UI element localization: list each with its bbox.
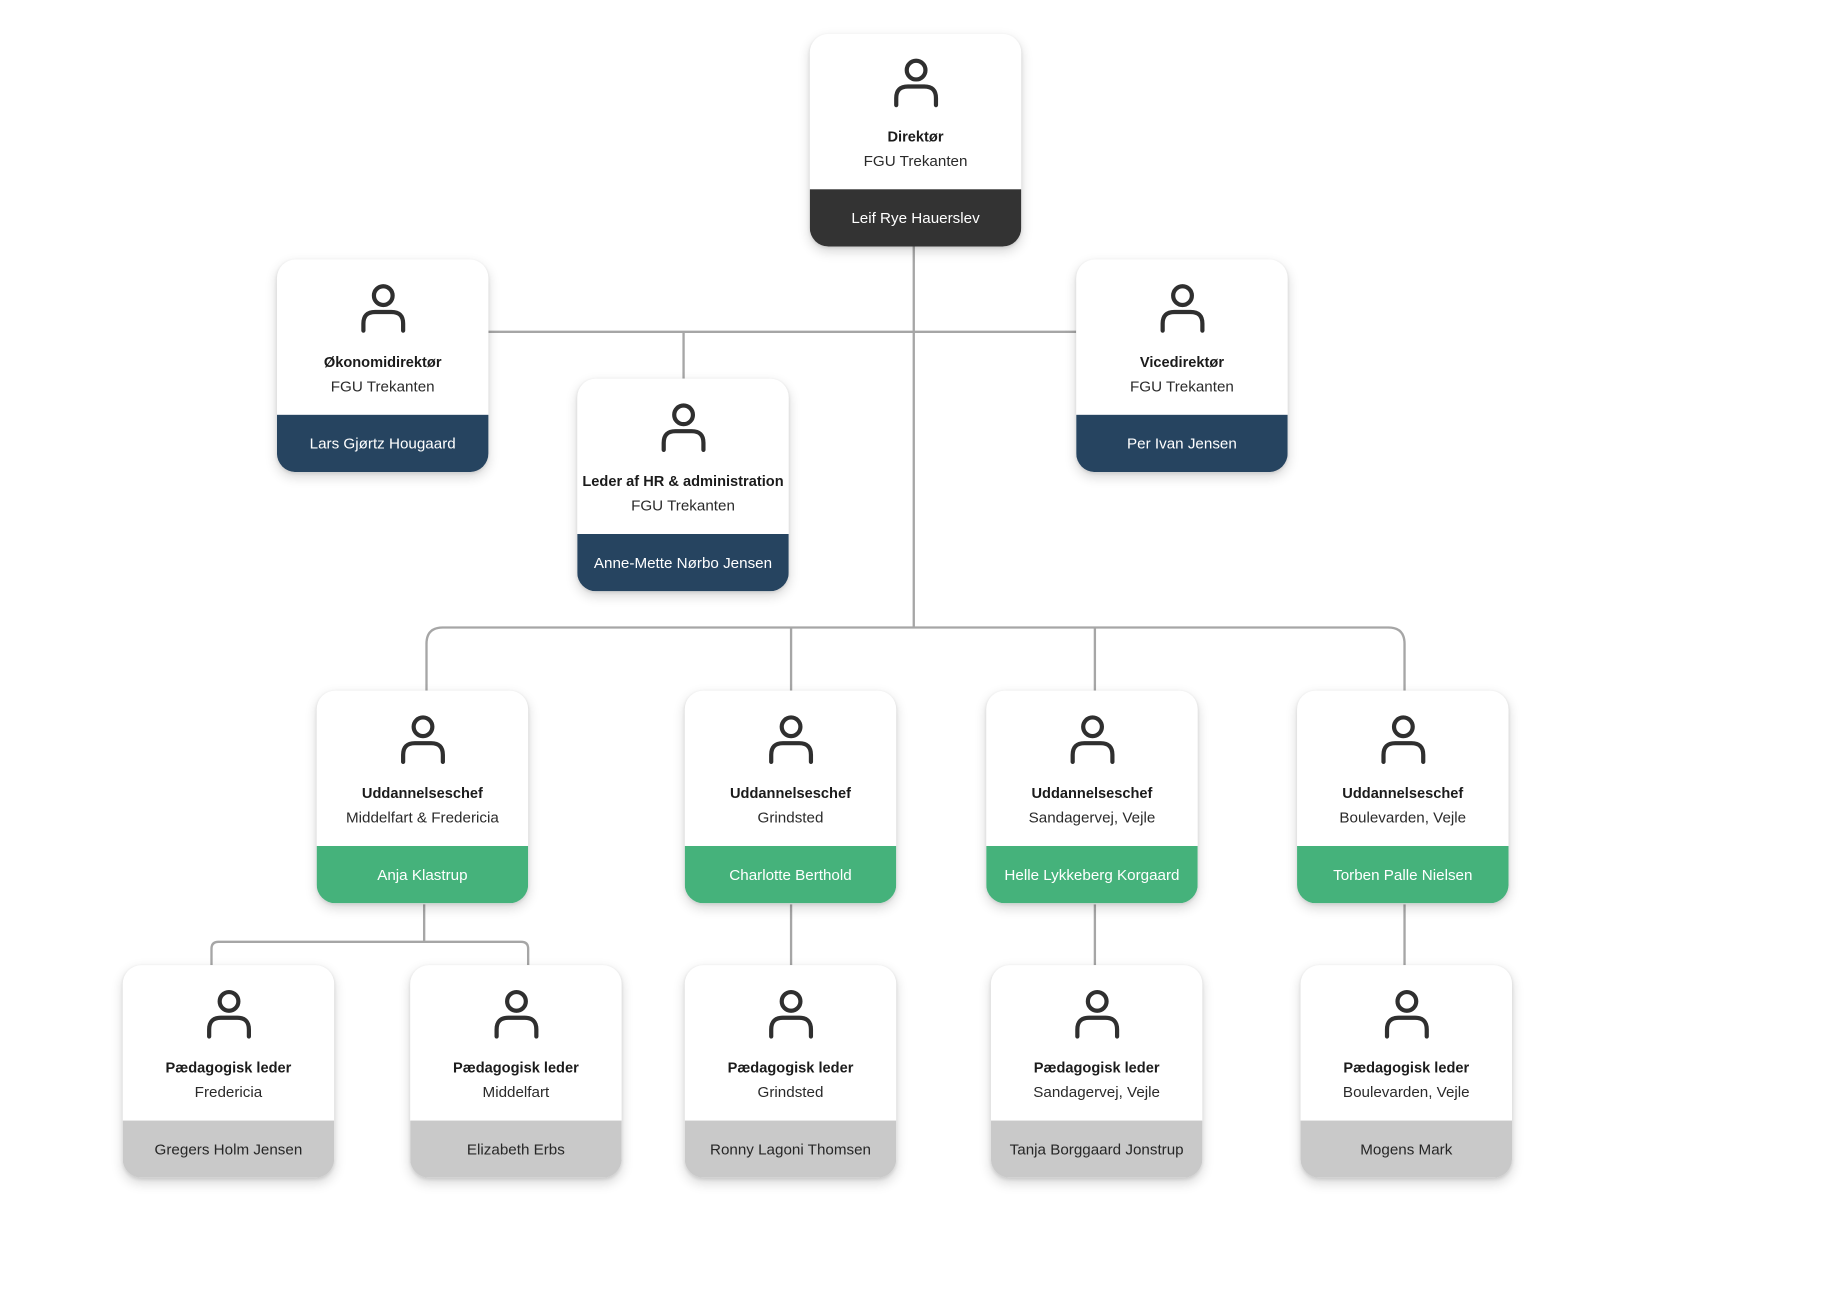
pedagogical-leader-card-sandagervej[interactable]: Pædagogisk leder Sandagervej, Vejle Tanj… — [990, 965, 1203, 1178]
person-name: Anja Klastrup — [316, 845, 529, 904]
person-icon — [768, 989, 813, 1039]
role-title: Uddannelseschef — [1031, 785, 1153, 802]
person-icon — [893, 58, 938, 108]
role-title: Pædagogisk leder — [1343, 1059, 1470, 1077]
role-title: Uddannelseschef — [730, 785, 851, 802]
unit-subtitle: Boulevarden, Vejle — [1339, 808, 1467, 827]
unit-subtitle: FGU Trekanten — [863, 151, 968, 170]
unit-subtitle: Sandagervej, Vejle — [1028, 808, 1156, 827]
role-title: Vicedirektør — [1139, 354, 1225, 371]
role-title: Leder af HR & administration — [582, 473, 784, 490]
unit-subtitle: Middelfart — [482, 1083, 550, 1101]
person-icon — [1074, 989, 1119, 1039]
vice-director-card[interactable]: Vicedirektør FGU Trekanten Per Ivan Jens… — [1076, 259, 1288, 473]
unit-subtitle: Boulevarden, Vejle — [1342, 1083, 1470, 1101]
pedagogical-leader-card-fredericia[interactable]: Pædagogisk leder Fredericia Gregers Holm… — [122, 965, 335, 1178]
card-body: Uddannelseschef Sandagervej, Vejle — [986, 691, 1197, 846]
connector-fredericia-middelfart — [210, 904, 530, 966]
education-chief-card-grindsted[interactable]: Uddannelseschef Grindsted Charlotte Bert… — [684, 690, 897, 904]
person-name: Anne-Mette Nørbo Jensen — [577, 534, 789, 592]
hr-leader-card[interactable]: Leder af HR & administration FGU Trekant… — [577, 378, 789, 592]
unit-subtitle: Fredericia — [194, 1083, 263, 1101]
role-title: Pædagogisk leder — [1033, 1059, 1160, 1077]
unit-subtitle: FGU Trekanten — [1130, 377, 1234, 395]
person-icon — [1384, 989, 1429, 1039]
role-title: Pædagogisk leder — [165, 1059, 292, 1077]
card-body: Pædagogisk leder Sandagervej, Vejle — [991, 965, 1202, 1120]
person-name: Tanja Borggaard Jonstrup — [990, 1120, 1203, 1178]
unit-subtitle: Middelfart & Fredericia — [346, 808, 499, 827]
unit-subtitle: Sandagervej, Vejle — [1033, 1083, 1160, 1101]
person-icon — [1159, 284, 1204, 333]
card-body: Leder af HR & administration FGU Trekant… — [577, 379, 788, 534]
role-title: Pædagogisk leder — [452, 1059, 579, 1077]
card-body: Uddannelseschef Grindsted — [685, 691, 896, 846]
role-title: Pædagogisk leder — [727, 1059, 854, 1077]
card-body: Pædagogisk leder Middelfart — [410, 965, 621, 1120]
person-name: Helle Lykkeberg Korgaard — [986, 845, 1198, 904]
unit-subtitle: Grindsted — [757, 808, 824, 827]
card-body: Uddannelseschef Middelfart & Fredericia — [317, 691, 528, 846]
card-body: Vicedirektør FGU Trekanten — [1076, 259, 1287, 414]
role-title: Uddannelseschef — [361, 785, 483, 802]
education-chief-card-boulevarden[interactable]: Uddannelseschef Boulevarden, Vejle Torbe… — [1297, 690, 1509, 904]
person-icon — [1069, 715, 1114, 764]
person-name: Elizabeth Erbs — [410, 1120, 622, 1178]
finance-director-card[interactable]: Økonomidirektør FGU Trekanten Lars Gjørt… — [276, 259, 489, 473]
education-chief-card-middelfart-fredericia[interactable]: Uddannelseschef Middelfart & Fredericia … — [316, 690, 529, 904]
person-icon — [400, 715, 445, 764]
person-name: Lars Gjørtz Hougaard — [276, 414, 489, 473]
education-chief-card-sandagervej[interactable]: Uddannelseschef Sandagervej, Vejle Helle… — [986, 690, 1198, 904]
pedagogical-leader-card-grindsted[interactable]: Pædagogisk leder Grindsted Ronny Lagoni … — [684, 965, 897, 1178]
director-card[interactable]: Direktør FGU Trekanten Leif Rye Hauersle… — [809, 33, 1022, 247]
person-icon — [661, 403, 705, 452]
card-body: Økonomidirektør FGU Trekanten — [277, 259, 488, 414]
person-name: Charlotte Berthold — [684, 845, 897, 904]
person-icon — [768, 715, 813, 764]
unit-subtitle: Grindsted — [757, 1083, 824, 1101]
card-body: Pædagogisk leder Fredericia — [123, 965, 334, 1120]
person-icon — [493, 989, 538, 1039]
pedagogical-leader-card-middelfart[interactable]: Pædagogisk leder Middelfart Elizabeth Er… — [410, 965, 622, 1178]
person-name: Leif Rye Hauerslev — [809, 189, 1022, 247]
person-icon — [1380, 715, 1425, 764]
connector-group — [210, 246, 1406, 966]
card-body: Pædagogisk leder Grindsted — [685, 965, 896, 1120]
role-title: Økonomidirektør — [323, 354, 442, 371]
card-body: Pædagogisk leder Boulevarden, Vejle — [1301, 965, 1512, 1120]
person-icon — [360, 284, 405, 333]
person-name: Torben Palle Nielsen — [1297, 845, 1509, 904]
connector-education-bar — [425, 626, 1406, 691]
role-title: Uddannelseschef — [1342, 785, 1464, 802]
person-icon — [206, 989, 251, 1039]
person-name: Per Ivan Jensen — [1076, 414, 1288, 473]
unit-subtitle: FGU Trekanten — [330, 377, 435, 395]
card-body: Direktør FGU Trekanten — [810, 34, 1021, 189]
pedagogical-leader-card-boulevarden[interactable]: Pædagogisk leder Boulevarden, Vejle Moge… — [1300, 965, 1513, 1178]
card-body: Uddannelseschef Boulevarden, Vejle — [1297, 691, 1508, 846]
role-title: Direktør — [887, 128, 944, 145]
person-name: Mogens Mark — [1300, 1120, 1513, 1178]
unit-subtitle: FGU Trekanten — [631, 496, 735, 515]
person-name: Ronny Lagoni Thomsen — [684, 1120, 897, 1178]
person-name: Gregers Holm Jensen — [122, 1120, 335, 1178]
